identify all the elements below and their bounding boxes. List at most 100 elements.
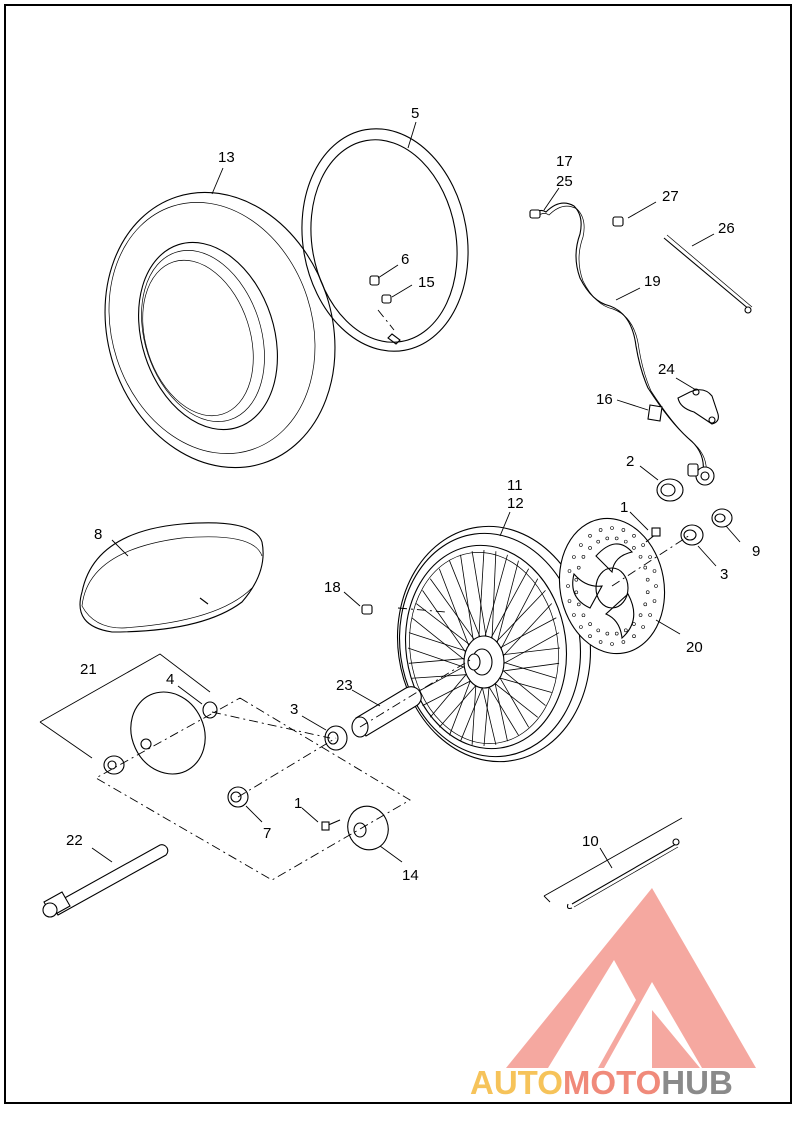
disc-hole	[621, 640, 626, 644]
watermark-auto: AUTO	[470, 1064, 563, 1101]
disc-hole	[614, 631, 619, 636]
disc-hole	[610, 526, 614, 530]
disc-hole	[652, 569, 657, 573]
rim-strip	[79, 522, 264, 633]
spoke-line	[422, 678, 476, 706]
disc-hole	[579, 625, 583, 629]
spoke-line	[492, 590, 546, 646]
spoke-line	[471, 551, 488, 643]
tire	[104, 191, 336, 469]
callout-1-lower: 1	[294, 795, 302, 812]
disc-hole	[605, 631, 610, 636]
cable-strap	[663, 234, 753, 314]
spoke-line	[471, 679, 477, 745]
watermark-hub: HUB	[661, 1064, 733, 1101]
spoke-line	[485, 681, 519, 736]
spoke-line	[499, 667, 546, 706]
callout-15: 15	[418, 274, 435, 291]
spoke-line	[416, 603, 474, 648]
callout-11: 11	[507, 477, 523, 494]
disc-hole	[645, 590, 650, 595]
callout-19: 19	[644, 273, 661, 290]
disc-hole	[588, 622, 592, 626]
disc-hole	[632, 622, 636, 626]
axle	[42, 844, 169, 918]
disc-hole	[641, 625, 645, 629]
callout-24: 24	[658, 361, 675, 378]
disc-hole	[632, 546, 636, 550]
disc-hole	[576, 565, 581, 570]
bolt-1	[321, 819, 341, 831]
disc-hole	[638, 613, 643, 617]
callout-14: 14	[402, 867, 419, 884]
callout-23: 23	[336, 677, 353, 694]
callout-8: 8	[94, 526, 102, 543]
callout-17: 17	[556, 153, 573, 170]
wheel-bearing-3-right	[680, 524, 704, 546]
spoke-line	[429, 578, 478, 645]
disc-hole	[596, 539, 600, 544]
disc-hole	[572, 555, 576, 559]
spoke-line	[494, 676, 552, 693]
disc-hole	[581, 555, 586, 559]
spacer-9	[711, 508, 733, 528]
valve-nut	[377, 294, 395, 331]
callout-13: 13	[218, 149, 235, 166]
spoke-line	[438, 568, 472, 651]
spoke-line	[408, 632, 471, 653]
disc-hole	[588, 533, 592, 538]
sensor-bracket	[677, 388, 719, 425]
disc-hole	[567, 599, 572, 603]
watermark-moto: MOTO	[563, 1064, 661, 1101]
spoke-line	[439, 680, 480, 728]
callout-labels: 13 5 6 15 17 25 27 26 19 24 16 2 11 12 1…	[66, 105, 760, 884]
spoke-line	[449, 675, 473, 736]
disc-bolt	[645, 527, 661, 543]
axle-spacer-tube	[351, 686, 422, 738]
callout-21: 21	[80, 661, 97, 678]
spoke-line	[490, 679, 538, 718]
spoke-line	[491, 551, 497, 645]
disc-hole	[614, 536, 619, 541]
disc-hole	[598, 640, 603, 644]
disc-hole	[654, 584, 658, 588]
watermark-text: AUTOMOTOHUB	[470, 1064, 733, 1101]
spoke-line	[499, 660, 557, 679]
disc-hole	[588, 546, 592, 550]
disc-hole	[623, 539, 628, 544]
disc-hole	[598, 528, 603, 532]
spoke-line	[499, 603, 553, 660]
disc-hole	[574, 577, 579, 582]
callout-10: 10	[582, 833, 599, 850]
callout-1-upper: 1	[620, 499, 628, 516]
spoke-line	[429, 670, 470, 718]
callout-3-upper: 3	[720, 566, 728, 583]
spoke-10	[566, 838, 680, 910]
valve-nut-18	[361, 604, 373, 615]
spoke-line	[411, 617, 469, 664]
disc-hole	[579, 543, 583, 547]
callout-2: 2	[626, 453, 634, 470]
diagram-frame	[4, 4, 792, 1104]
disc-hole	[624, 628, 628, 633]
brake-plate-14	[347, 805, 389, 851]
disc-hole	[641, 543, 645, 547]
nut-27	[612, 216, 624, 227]
callout-3-lower: 3	[290, 701, 298, 718]
spoke-line	[408, 657, 469, 664]
disc-hole	[566, 584, 570, 588]
spoke-line	[416, 664, 469, 693]
hub-cover-kit	[103, 691, 218, 775]
callout-5: 5	[411, 105, 419, 122]
disc-hole	[632, 634, 636, 639]
spoke-line	[460, 681, 485, 742]
spoke-line	[478, 549, 485, 644]
callout-25: 25	[556, 173, 573, 190]
speed-sensor-cable	[529, 202, 715, 486]
spoke-line	[498, 647, 561, 656]
callout-20: 20	[686, 639, 703, 656]
callout-12: 12	[507, 495, 524, 512]
disc-hole	[648, 555, 652, 559]
disc-hole	[581, 613, 586, 618]
